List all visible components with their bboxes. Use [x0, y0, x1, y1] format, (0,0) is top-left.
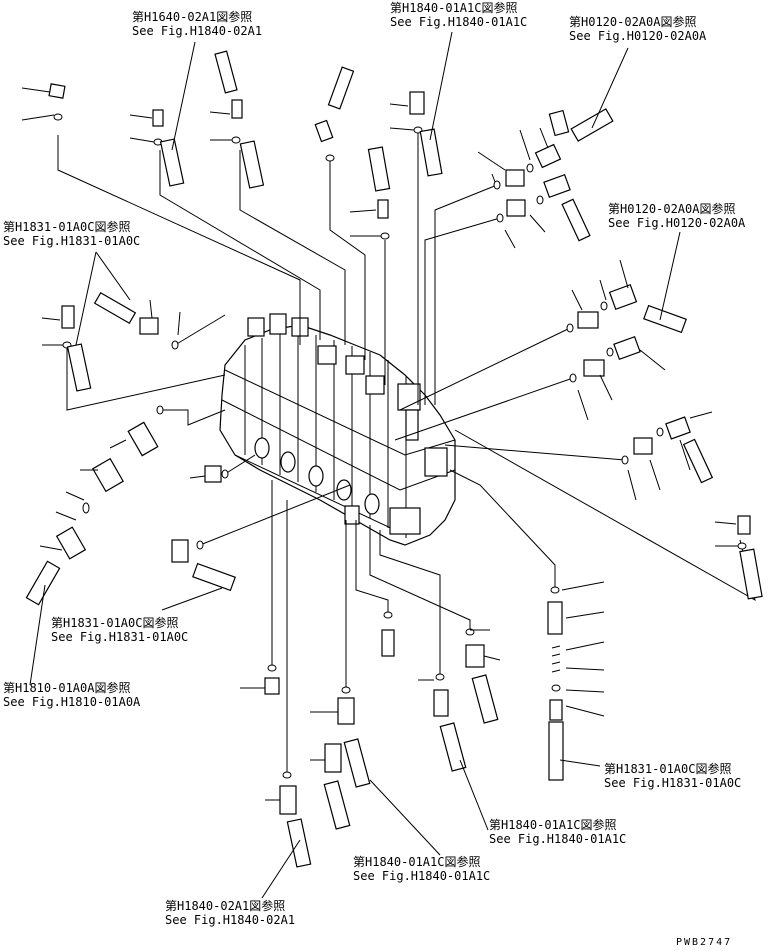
drawing-code: PWB2747: [676, 937, 733, 948]
reference-label: 第H1810-01A0A図参照 See Fig.H1810-01A0A: [3, 681, 140, 709]
reference-label-en: See Fig.H1840-01A1C: [489, 832, 627, 846]
reference-label-en: See Fig.H1840-01A1C: [353, 869, 491, 883]
top-fittings: [21, 50, 443, 240]
reference-label-jp: 第H1831-01A0C図参照: [51, 616, 179, 630]
reference-label-en: See Fig.H1840-02A1: [165, 913, 296, 927]
leader-lines: [57, 130, 756, 775]
reference-label-en: See Fig.H1831-01A0C: [3, 234, 141, 248]
reference-label-jp: 第H1840-01A1C図参照: [353, 855, 481, 869]
reference-pointers: [29, 31, 681, 899]
reference-label: 第H1840-02A1図参照 See Fig.H1840-02A1: [165, 899, 295, 927]
reference-label: 第H1831-01A0C図参照 See Fig.H1831-01A0C: [3, 220, 140, 248]
reference-label: 第H1840-01A1C図参照 See Fig.H1840-01A1C: [390, 1, 527, 29]
reference-label-jp: 第H0120-02A0A図参照: [608, 202, 736, 216]
reference-label-en: See Fig.H1810-01A0A: [3, 695, 141, 709]
reference-label-en: See Fig.H1831-01A0C: [604, 776, 742, 790]
reference-label: 第H1840-01A1C図参照 See Fig.H1840-01A1C: [489, 818, 626, 846]
reference-label: 第H1831-01A0C図参照 See Fig.H1831-01A0C: [604, 762, 741, 790]
reference-label-jp: 第H1840-01A1C図参照: [489, 818, 617, 832]
reference-label-en: See Fig.H0120-02A0A: [608, 216, 746, 230]
control-valve-body: [219, 313, 456, 546]
reference-label-en: See Fig.H1831-01A0C: [51, 630, 189, 644]
reference-label-jp: 第H1831-01A0C図参照: [604, 762, 732, 776]
reference-label-en: See Fig.H1840-02A1: [132, 24, 263, 38]
reference-label: 第H1840-01A1C図参照 See Fig.H1840-01A1C: [353, 855, 490, 883]
reference-label-en: See Fig.H1840-01A1C: [390, 15, 528, 29]
reference-label: 第H1831-01A0C図参照 See Fig.H1831-01A0C: [51, 616, 188, 644]
reference-label-jp: 第H1840-02A1図参照: [165, 899, 286, 913]
left-fittings: [25, 291, 236, 606]
reference-label-jp: 第H1831-01A0C図参照: [3, 220, 131, 234]
bottom-fittings: [240, 581, 605, 868]
reference-label: 第H0120-02A0A図参照 See Fig.H0120-02A0A: [608, 202, 745, 230]
reference-label-jp: 第H1640-02A1図参照: [132, 10, 253, 24]
reference-label-jp: 第H0120-02A0A図参照: [569, 15, 697, 29]
reference-label-jp: 第H1810-01A0A図参照: [3, 681, 131, 695]
reference-label: 第H0120-02A0A図参照 See Fig.H0120-02A0A: [569, 15, 706, 43]
upper-right-fittings: [477, 108, 763, 600]
reference-label-jp: 第H1840-01A1C図参照: [390, 1, 518, 15]
reference-label-en: See Fig.H0120-02A0A: [569, 29, 707, 43]
reference-label: 第H1640-02A1図参照 See Fig.H1840-02A1: [132, 10, 262, 38]
